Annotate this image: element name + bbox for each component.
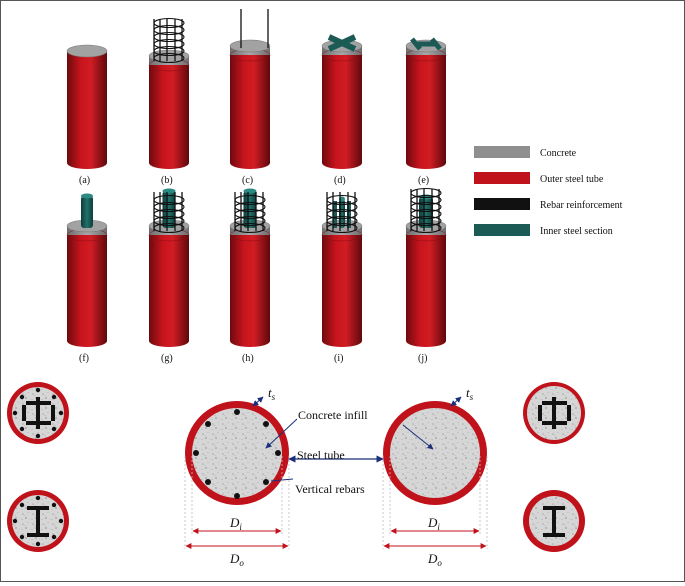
outer-steel-tube bbox=[230, 235, 270, 347]
column-panel: (j) bbox=[405, 187, 447, 364]
section-without-rebars bbox=[383, 396, 487, 505]
inner-steel-flange bbox=[333, 201, 337, 228]
inner-diameter-label-left: Di bbox=[229, 515, 242, 532]
outer-steel-tube bbox=[67, 51, 107, 169]
dimension-lines-left bbox=[184, 456, 290, 549]
outer-steel-tube bbox=[322, 55, 362, 169]
small-section-cross-rebar bbox=[7, 382, 69, 444]
rebar-hoop bbox=[153, 31, 185, 43]
legend-swatch bbox=[474, 198, 530, 210]
panel-label: (e) bbox=[418, 175, 429, 186]
outer-steel-tube bbox=[149, 65, 189, 169]
vertical-rebars-label: Vertical rebars bbox=[295, 482, 365, 496]
column-panel: (e) bbox=[405, 37, 447, 186]
inner-steel-cross bbox=[327, 34, 357, 52]
outer-steel-tube bbox=[67, 235, 107, 347]
panel-label: (b) bbox=[161, 175, 173, 186]
inner-steel-flange bbox=[347, 201, 351, 228]
inner-diameter-label-right: Di bbox=[427, 515, 440, 532]
outer-steel-tube bbox=[406, 55, 446, 169]
legend-label: Outer steel tube bbox=[540, 174, 604, 185]
column-panel: (d) bbox=[321, 34, 363, 186]
column-panel: (h) bbox=[229, 188, 271, 364]
legend-swatch bbox=[474, 146, 530, 158]
panel-label: (a) bbox=[79, 175, 90, 186]
concrete-infill-label: Concrete infill bbox=[298, 408, 368, 422]
inner-steel-plate bbox=[81, 196, 93, 228]
legend-swatch bbox=[474, 224, 530, 236]
outer-diameter-label-right: Do bbox=[427, 551, 442, 568]
rebar-hoop bbox=[153, 24, 185, 36]
thickness-label-right: ts bbox=[466, 385, 474, 402]
inner-steel-i bbox=[410, 37, 442, 51]
legend-label: Concrete bbox=[540, 148, 577, 159]
panel-label: (i) bbox=[334, 353, 343, 364]
column-panel: (g) bbox=[148, 188, 190, 364]
small-section-cross bbox=[523, 382, 585, 444]
column-panel: (a) bbox=[66, 44, 108, 186]
outer-steel-tube bbox=[149, 235, 189, 347]
steel-tube-label: Steel tube bbox=[297, 448, 345, 462]
column-panels: (a) (b) (c) (d) (e) (f) (g) (h) (i) (j) bbox=[66, 9, 447, 364]
panel-label: (g) bbox=[161, 353, 173, 364]
rebar-hoop bbox=[153, 17, 185, 29]
legend-label: Inner steel section bbox=[540, 226, 613, 237]
panel-label: (h) bbox=[242, 353, 254, 364]
legend-label: Rebar reinforcement bbox=[540, 200, 623, 211]
outer-diameter-label-left: Do bbox=[229, 551, 244, 568]
column-top-face bbox=[66, 44, 108, 58]
inner-steel-plate-top bbox=[162, 188, 176, 194]
small-section-i bbox=[523, 490, 585, 552]
rebar-hoop bbox=[153, 38, 185, 50]
inner-steel-plate-top bbox=[81, 193, 93, 199]
inner-steel-plate-top bbox=[243, 188, 257, 194]
panel-label: (d) bbox=[334, 175, 346, 186]
outer-steel-tube bbox=[230, 55, 270, 169]
column-panel: (i) bbox=[321, 192, 363, 364]
small-section-i-rebar bbox=[7, 490, 69, 552]
column-top-face bbox=[229, 39, 271, 53]
legend-swatch bbox=[474, 172, 530, 184]
outer-steel-tube bbox=[322, 235, 362, 347]
panel-label: (f) bbox=[79, 353, 89, 364]
panel-label: (j) bbox=[418, 353, 427, 364]
section-with-rebars bbox=[185, 396, 298, 505]
panel-label: (c) bbox=[242, 175, 253, 186]
outer-steel-tube bbox=[406, 235, 446, 347]
column-panel: (c) bbox=[229, 9, 271, 186]
thickness-label-left: ts bbox=[268, 385, 276, 402]
dimension-lines-right bbox=[382, 456, 488, 549]
column-panel: (f) bbox=[66, 193, 108, 364]
column-panel: (b) bbox=[148, 17, 190, 186]
